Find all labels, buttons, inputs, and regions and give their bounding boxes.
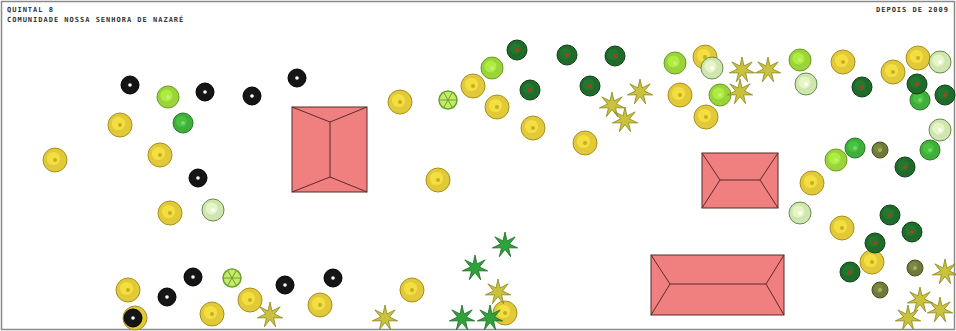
palm-symbol <box>907 287 932 312</box>
tree-symbol <box>324 269 342 287</box>
tree-symbol <box>507 40 527 60</box>
tree-symbol <box>929 51 951 73</box>
tree-symbol <box>189 169 207 187</box>
tree-symbol <box>880 205 900 225</box>
palm-symbol <box>257 302 282 327</box>
tree-symbol <box>148 143 172 167</box>
tree-symbol <box>830 216 854 240</box>
tree-symbol <box>276 276 294 294</box>
palm-symbol <box>372 305 397 330</box>
tree-symbol <box>238 288 262 312</box>
tree-symbol <box>123 306 147 330</box>
tree-symbol <box>400 278 424 302</box>
tree-symbol <box>121 76 139 94</box>
tree-symbol <box>308 293 332 317</box>
tree-symbol <box>795 73 817 95</box>
tree-symbol <box>789 202 811 224</box>
tree-symbol <box>116 278 140 302</box>
palm-symbol <box>895 305 920 330</box>
tree-symbol <box>865 233 885 253</box>
palm-symbol <box>462 255 487 280</box>
vegetation <box>43 40 956 330</box>
tree-symbol <box>605 46 625 66</box>
tree-symbol <box>902 222 922 242</box>
tree-symbol <box>288 69 306 87</box>
tree-symbol <box>701 57 723 79</box>
house-roof <box>292 107 367 192</box>
tree-symbol <box>852 77 872 97</box>
tree-symbol <box>920 140 940 160</box>
tree-symbol <box>108 113 132 137</box>
tree-symbol <box>124 309 142 327</box>
plan-subtitle: COMUNIDADE NOSSA SENHORA DE NAZARÉ <box>6 16 185 25</box>
tree-symbol <box>184 268 202 286</box>
palm-symbol <box>627 79 652 104</box>
tree-symbol <box>481 57 503 79</box>
tree-symbol <box>243 87 261 105</box>
tree-symbol <box>825 149 847 171</box>
tree-symbol <box>789 49 811 71</box>
plan-title: QUINTAL 8 <box>6 6 55 15</box>
tree-symbol <box>521 116 545 140</box>
tree-symbol <box>907 74 927 94</box>
tree-symbol <box>907 260 923 276</box>
tree-symbol <box>520 80 540 100</box>
tree-symbol <box>929 119 951 141</box>
tree-symbol <box>157 86 179 108</box>
palm-symbol <box>755 57 780 82</box>
tree-symbol <box>906 46 930 70</box>
tree-symbol <box>935 85 955 105</box>
tree-symbol <box>158 288 176 306</box>
tree-symbol <box>694 105 718 129</box>
tree-symbol <box>872 282 888 298</box>
tree-symbol <box>668 83 692 107</box>
tree-symbol <box>158 201 182 225</box>
tree-symbol <box>485 95 509 119</box>
tree-symbol <box>840 262 860 282</box>
tree-symbol <box>580 76 600 96</box>
tree-symbol <box>173 113 193 133</box>
tree-symbol <box>439 91 457 109</box>
tree-symbol <box>461 74 485 98</box>
palm-symbol <box>932 259 956 284</box>
tree-symbol <box>223 269 241 287</box>
tree-symbol <box>426 168 450 192</box>
tree-symbol <box>202 199 224 221</box>
tree-symbol <box>831 50 855 74</box>
palm-symbol <box>727 79 752 104</box>
tree-symbol <box>43 148 67 172</box>
tree-symbol <box>860 250 884 274</box>
tree-symbol <box>573 131 597 155</box>
palm-symbol <box>492 232 517 257</box>
tree-symbol <box>800 171 824 195</box>
tree-symbol <box>872 142 888 158</box>
palm-symbol <box>485 279 510 304</box>
tree-symbol <box>200 302 224 326</box>
tree-symbol <box>388 90 412 114</box>
palm-symbol <box>729 57 754 82</box>
tree-symbol <box>664 52 686 74</box>
tree-symbol <box>895 157 915 177</box>
tree-symbol <box>196 83 214 101</box>
palm-symbol <box>599 92 624 117</box>
plan-date: DEPOIS DE 2009 <box>875 6 950 15</box>
tree-symbol <box>845 138 865 158</box>
palm-symbol <box>612 107 637 132</box>
palm-symbol <box>477 305 502 330</box>
house-roof <box>651 255 784 315</box>
tree-symbol <box>557 45 577 65</box>
tree-symbol <box>881 60 905 84</box>
palm-symbol <box>927 297 952 322</box>
house-roof <box>702 153 778 208</box>
palm-symbol <box>449 305 474 330</box>
